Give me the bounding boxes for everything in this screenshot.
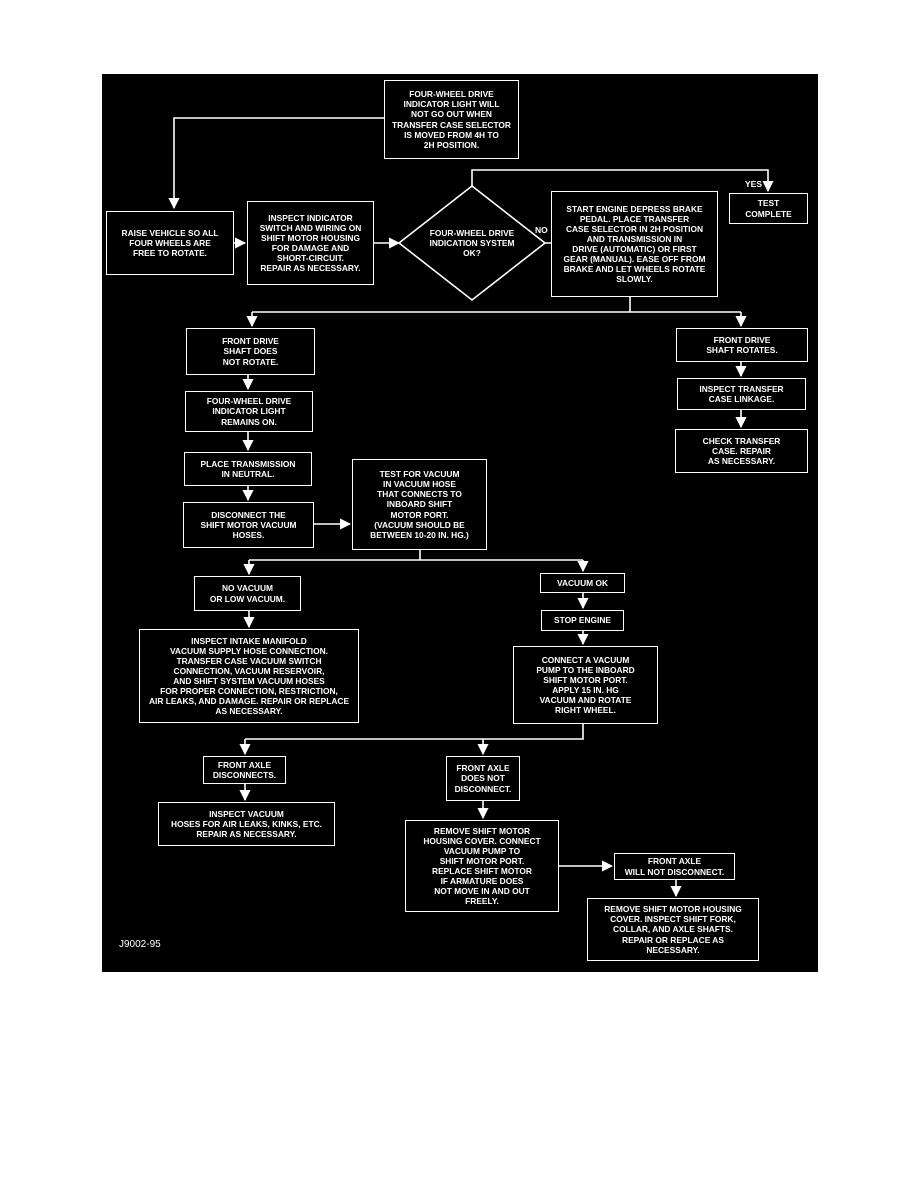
test-complete-box: TEST COMPLETE [729, 193, 808, 224]
figure-id: J9002-95 [119, 939, 161, 950]
arrow-yes-to-complete [471, 169, 774, 193]
test-vacuum-box: TEST FOR VACUUM IN VACUUM HOSE THAT CONN… [352, 459, 487, 550]
shaft-not-rotate-box: FRONT DRIVE SHAFT DOES NOT ROTATE. [186, 328, 315, 375]
shaft-rotates-box: FRONT DRIVE SHAFT ROTATES. [676, 328, 808, 362]
inspect-intake-box: INSPECT INTAKE MANIFOLD VACUUM SUPPLY HO… [139, 629, 359, 723]
disconnect-hoses-box: DISCONNECT THE SHIFT MOTOR VACUUM HOSES. [183, 502, 314, 548]
label-no: NO [535, 225, 548, 235]
no-vacuum-box: NO VACUUM OR LOW VACUUM. [194, 576, 301, 611]
light-remains-box: FOUR-WHEEL DRIVE INDICATOR LIGHT REMAINS… [185, 391, 313, 432]
label-yes: YES [745, 179, 763, 189]
vacuum-ok-box: VACUUM OK [540, 573, 625, 593]
decision-text: FOUR-WHEEL DRIVE INDICATION SYSTEM OK? [429, 227, 515, 259]
start-condition-box: FOUR-WHEEL DRIVE INDICATOR LIGHT WILL NO… [384, 80, 519, 159]
stop-engine-box: STOP ENGINE [541, 610, 624, 631]
connect-pump-box: CONNECT A VACUUM PUMP TO THE INBOARD SHI… [513, 646, 658, 724]
check-transfer-box: CHECK TRANSFER CASE. REPAIR AS NECESSARY… [675, 429, 808, 473]
arrow-start-to-raise [168, 117, 384, 210]
remove-housing-box: REMOVE SHIFT MOTOR HOUSING COVER. INSPEC… [587, 898, 759, 961]
remove-cover-box: REMOVE SHIFT MOTOR HOUSING COVER. CONNEC… [405, 820, 559, 912]
inspect-linkage-box: INSPECT TRANSFER CASE LINKAGE. [677, 378, 806, 410]
place-neutral-box: PLACE TRANSMISSION IN NEUTRAL. [184, 452, 312, 486]
connector-test-split [249, 550, 583, 561]
axle-will-not-box: FRONT AXLE WILL NOT DISCONNECT. [614, 853, 735, 880]
inspect-vacuum-hoses-box: INSPECT VACUUM HOSES FOR AIR LEAKS, KINK… [158, 802, 335, 846]
axle-disconnects-box: FRONT AXLE DISCONNECTS. [203, 756, 286, 784]
axle-not-disconnect-box: FRONT AXLE DOES NOT DISCONNECT. [446, 756, 520, 801]
connector-pump-split [245, 724, 584, 740]
start-engine-box: START ENGINE DEPRESS BRAKE PEDAL. PLACE … [551, 191, 718, 297]
inspect-indicator-box: INSPECT INDICATOR SWITCH AND WIRING ON S… [247, 201, 374, 285]
connector-engine-split [252, 297, 741, 313]
decision-diamond [397, 184, 547, 302]
raise-vehicle-box: RAISE VEHICLE SO ALL FOUR WHEELS ARE FRE… [106, 211, 234, 275]
